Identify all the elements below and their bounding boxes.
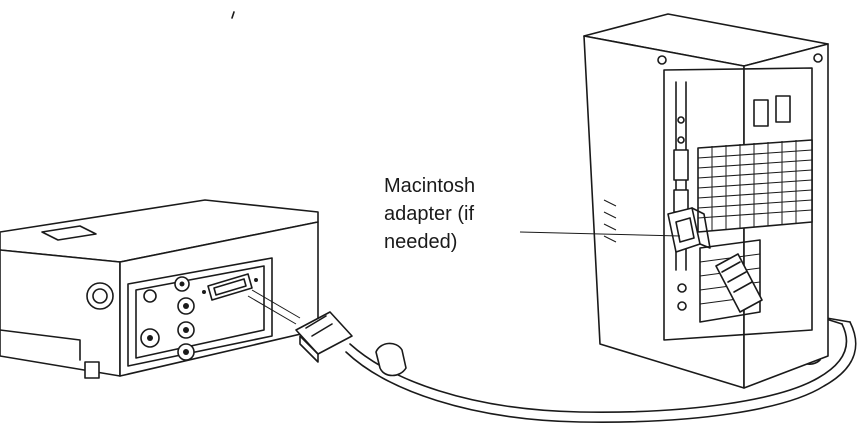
callout-line-2: adapter (if — [384, 203, 475, 225]
callout-line-3: needed) — [384, 231, 458, 253]
macintosh-adapter-callout: Macintosh adapter (if needed) — [384, 172, 534, 256]
scan-mark — [231, 11, 235, 19]
projector — [0, 199, 319, 379]
callout-leader — [519, 231, 681, 237]
macintosh-adapter — [667, 207, 711, 253]
vent-grille — [697, 139, 813, 233]
callout-line-1: Macintosh — [384, 175, 476, 197]
tower-computer — [583, 13, 829, 389]
tower-connector — [715, 253, 763, 313]
av-jacks — [140, 276, 195, 361]
computer-port — [202, 273, 258, 301]
